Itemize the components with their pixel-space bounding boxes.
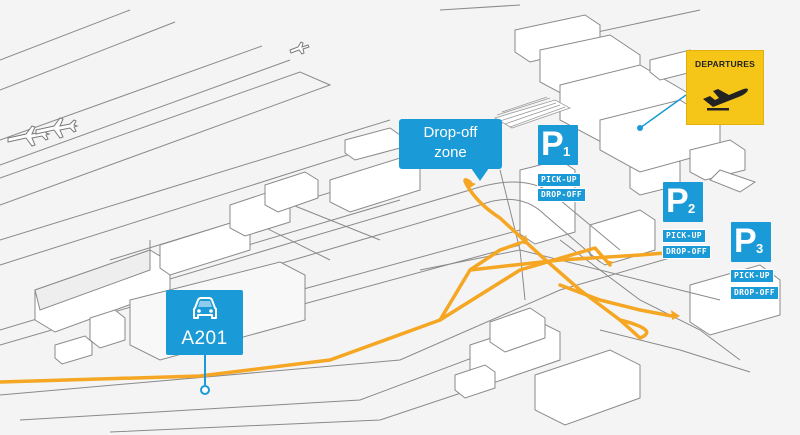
route-marker xyxy=(200,385,210,395)
parking-p2-dropoff: DROP-OFF xyxy=(662,245,711,259)
hatched-structure xyxy=(494,96,571,129)
dropoff-zone-line2: zone xyxy=(434,144,467,161)
parking-p1-pickup: PICK-UP xyxy=(537,173,581,187)
departures-pointer xyxy=(639,94,687,129)
dropoff-zone-line1: Drop-off xyxy=(423,124,478,141)
parking-p2-number: 2 xyxy=(688,201,696,216)
parking-p3-number: 3 xyxy=(756,241,764,256)
departures-label: DEPARTURES xyxy=(695,59,755,69)
parking-p1-sign: P 1 xyxy=(538,125,578,165)
road-sign-a201: A201 xyxy=(166,290,243,385)
parking-p3-letter: P xyxy=(734,222,757,260)
parking-p1-number: 1 xyxy=(563,144,571,159)
parking-p3-pickup: PICK-UP xyxy=(730,269,774,283)
parking-p2-letter: P xyxy=(666,182,689,220)
parking-p2-sign: P 2 xyxy=(663,182,703,222)
access-route xyxy=(0,178,674,384)
runway xyxy=(0,9,291,166)
road-sign-label: A201 xyxy=(181,328,228,349)
plane-takeoff-icon xyxy=(703,88,748,111)
parking-p3-dropoff: DROP-OFF xyxy=(730,286,779,300)
parking-p3-sign: P 3 xyxy=(731,222,771,262)
car-icon xyxy=(193,297,217,319)
parking-p1-dropoff: DROP-OFF xyxy=(537,188,586,202)
runway xyxy=(0,71,332,206)
parking-p1-letter: P xyxy=(541,125,564,163)
dropoff-zone-callout: Drop-off zone xyxy=(399,119,502,181)
departures-sign: DEPARTURES xyxy=(686,50,764,125)
aircraft-icons xyxy=(7,41,310,147)
parking-p2-pickup: PICK-UP xyxy=(662,229,706,243)
